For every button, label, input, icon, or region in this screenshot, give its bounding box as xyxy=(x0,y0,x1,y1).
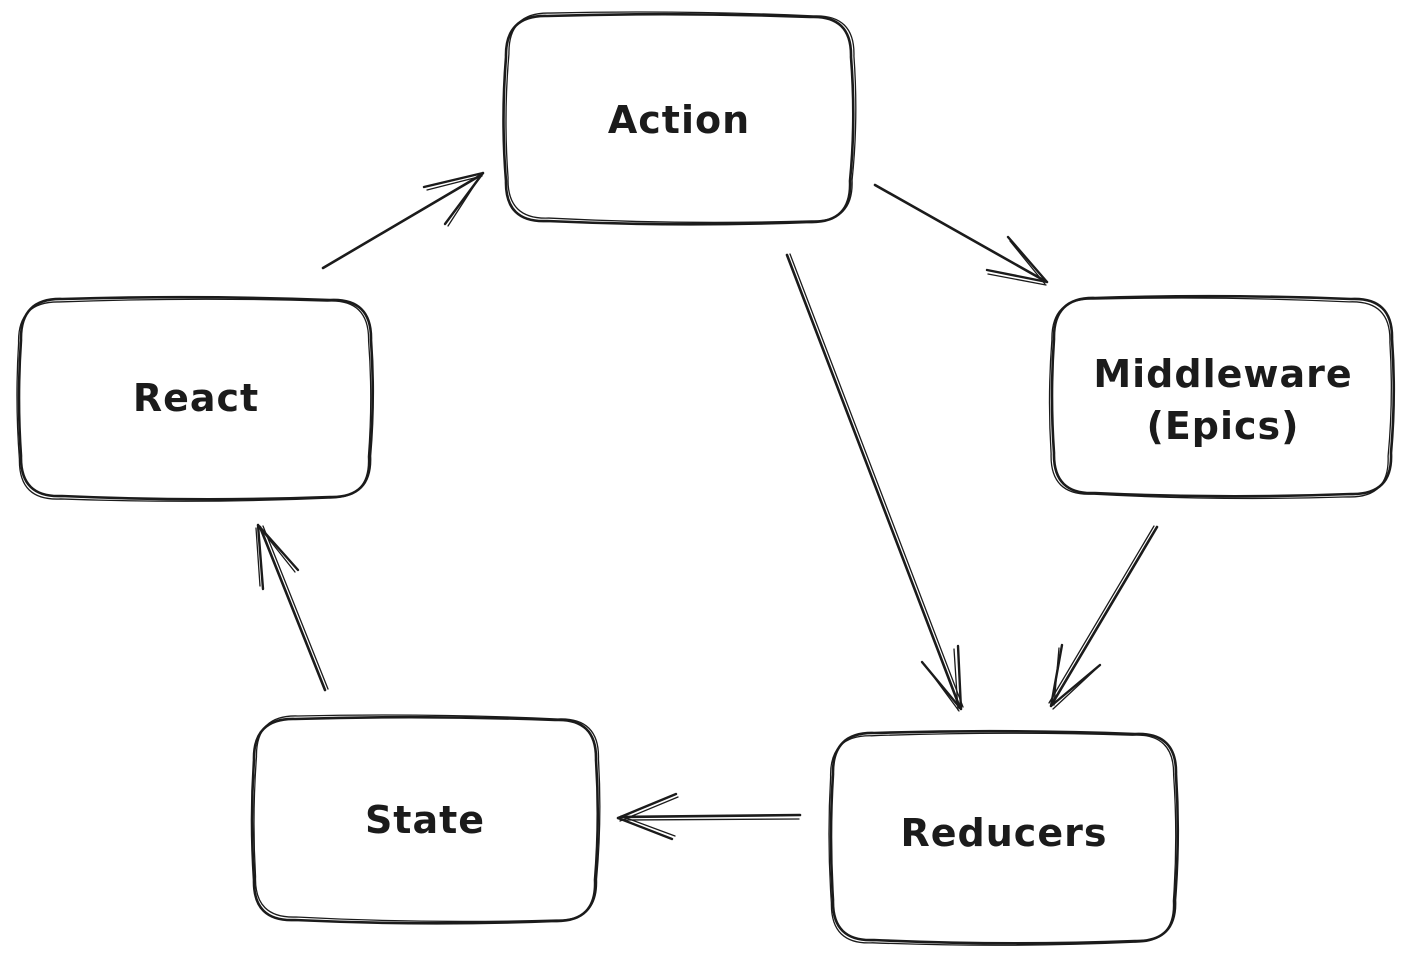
edge-arrowhead-barb xyxy=(616,792,678,820)
edge-arrowhead-barb-echo xyxy=(987,273,1047,286)
node-middleware[interactable]: Middleware (Epics) xyxy=(1048,294,1396,501)
node-reducers[interactable]: Reducers xyxy=(827,729,1180,947)
edge-state-to-react[interactable] xyxy=(255,523,329,692)
edge-arrowhead-barb xyxy=(1006,235,1049,284)
edge-react-to-action[interactable] xyxy=(321,171,485,270)
node-middleware-outline-echo xyxy=(1048,296,1393,501)
edge-shaft-echo xyxy=(262,525,329,690)
edge-arrowhead-barb-echo xyxy=(259,527,296,573)
edge-arrowhead-barb-echo xyxy=(619,796,679,822)
edge-shaft xyxy=(873,183,1047,283)
node-middleware-sublabel: (Epics) xyxy=(1146,404,1299,448)
node-state-label: State xyxy=(365,798,485,842)
edge-shaft-echo xyxy=(1048,525,1155,704)
edge-shaft-echo xyxy=(620,818,800,821)
node-action-label: Action xyxy=(608,98,750,142)
node-reducers-label: Reducers xyxy=(901,811,1108,855)
nodes-layer: Action React Middleware (Epics) State xyxy=(15,10,1396,947)
edge-arrowhead-barb xyxy=(256,523,300,572)
edge-arrowhead-barb xyxy=(985,268,1049,284)
edge-arrowhead-barb xyxy=(422,171,485,189)
edge-action-to-middleware[interactable] xyxy=(873,183,1049,286)
edges-layer xyxy=(255,171,1159,841)
edge-arrowhead-barb-echo xyxy=(426,175,483,191)
edge-shaft xyxy=(321,173,483,270)
node-react-label: React xyxy=(133,376,259,420)
edge-arrowhead-barb xyxy=(1049,663,1102,708)
node-react[interactable]: React xyxy=(15,295,375,504)
edge-arrowhead-barb xyxy=(256,523,265,591)
edge-shaft xyxy=(620,813,802,819)
edge-arrowhead-barb-echo xyxy=(620,815,676,837)
edge-shaft-echo xyxy=(789,253,964,708)
node-state[interactable]: State xyxy=(250,713,602,925)
edge-arrowhead-barb-echo xyxy=(1009,240,1046,285)
edge-arrowhead-barb-echo xyxy=(924,664,960,712)
edge-arrowhead-barb-echo xyxy=(953,648,959,711)
node-middleware-label: Middleware xyxy=(1093,352,1352,396)
edge-arrowhead-barb-echo xyxy=(1052,667,1098,710)
edge-shaft xyxy=(785,253,962,710)
edge-arrowhead-barb-echo xyxy=(1053,647,1060,706)
edge-shaft xyxy=(1050,525,1159,706)
edge-reducers-to-state[interactable] xyxy=(616,792,802,841)
edge-arrowhead-barb-echo xyxy=(447,174,482,227)
node-action[interactable]: Action xyxy=(502,10,858,226)
edge-arrowhead-barb-echo xyxy=(255,527,261,587)
edge-arrowhead-barb xyxy=(616,816,674,841)
node-middleware-outline xyxy=(1050,294,1396,498)
edge-action-to-reducers[interactable] xyxy=(785,253,964,712)
edge-shaft xyxy=(258,525,327,692)
edge-middleware-to-reducers[interactable] xyxy=(1048,525,1159,710)
edge-arrowhead-barb xyxy=(956,644,963,711)
